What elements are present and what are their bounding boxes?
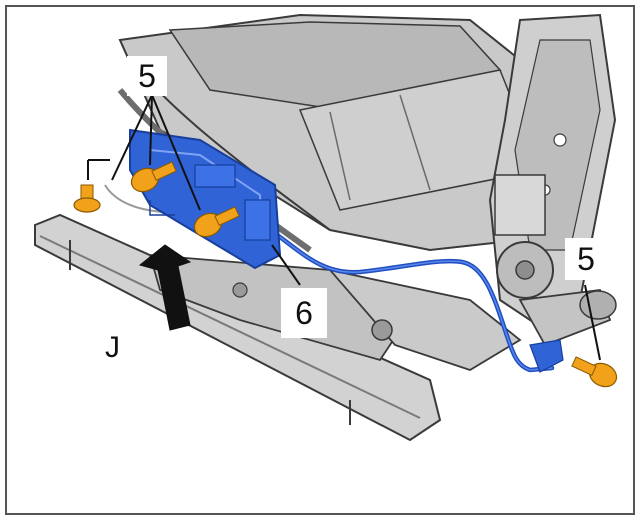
view-letter: J — [105, 331, 120, 364]
callout-bolt-right: 5 — [565, 238, 607, 280]
callout-harness: 6 — [281, 288, 327, 338]
seat-cushion — [117, 13, 562, 253]
seat-rail — [34, 213, 617, 442]
callout-bolts-left: 5 — [127, 56, 167, 96]
leader-lines — [87, 94, 601, 361]
bolt-icon — [73, 161, 618, 388]
arrow-up-icon — [138, 244, 192, 331]
